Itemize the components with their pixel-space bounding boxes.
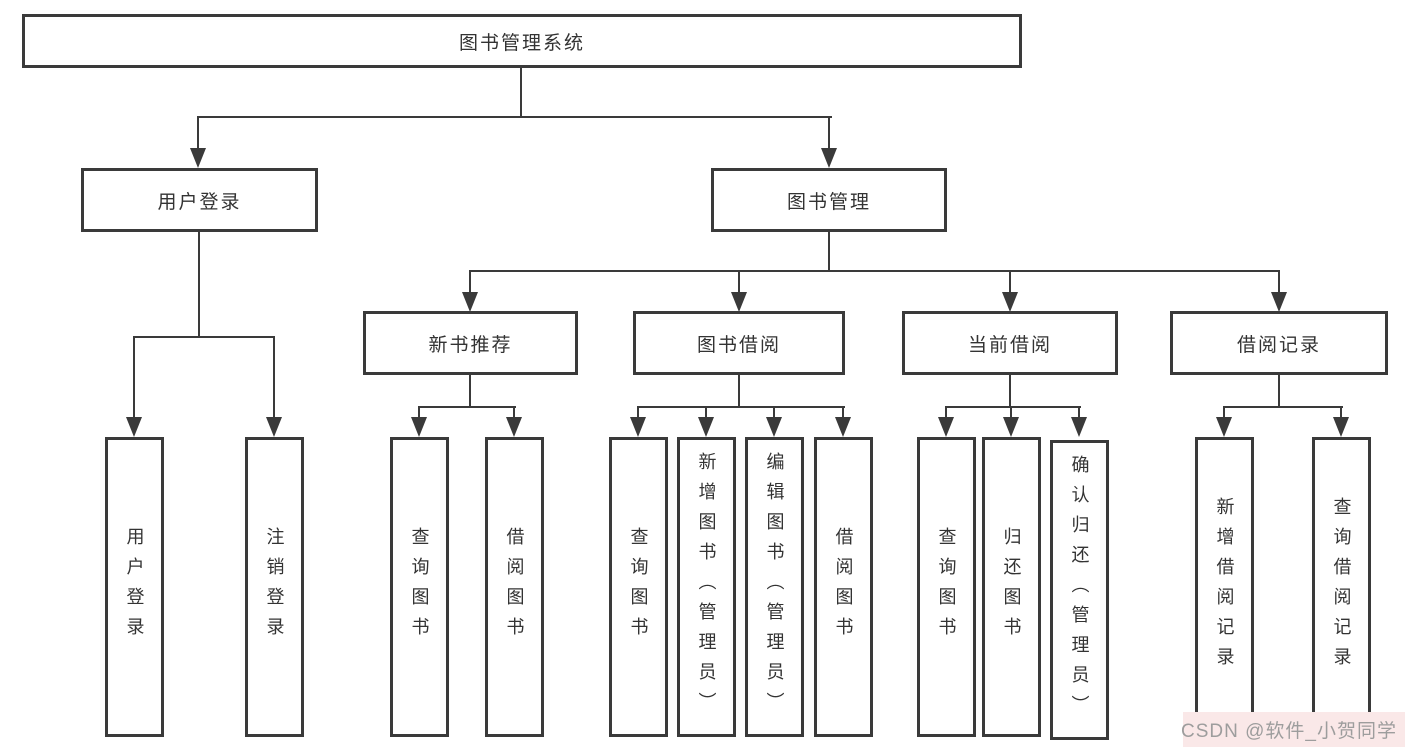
leaf-br-add-record-label: 新增借阅记录	[1214, 497, 1235, 677]
connector-leaf	[1340, 406, 1342, 419]
arrowhead-book-borrow	[731, 292, 747, 312]
node-book-borrow-label: 图书借阅	[696, 334, 781, 356]
leaf-logout-label: 注销登录	[264, 527, 285, 647]
connector-current-borrow-stem	[1009, 374, 1011, 408]
connector-leaf	[1223, 406, 1225, 419]
arrowhead-leaf	[1216, 417, 1232, 437]
leaf-bb-borrow-book-label: 借阅图书	[833, 527, 854, 647]
leaf-bb-query-book: 查询图书	[609, 437, 668, 737]
node-new-book-recommend: 新书推荐	[363, 311, 578, 375]
connector-leaf	[945, 406, 947, 419]
arrowhead-new-book	[462, 292, 478, 312]
leaf-br-add-record: 新增借阅记录	[1195, 437, 1254, 737]
connector-leaf	[513, 406, 515, 419]
arrowhead-leaf	[938, 417, 954, 437]
arrowhead-leaf	[411, 417, 427, 437]
connector-leaf	[1010, 406, 1012, 419]
node-new-book-recommend-label: 新书推荐	[428, 334, 513, 356]
connector-new-book-stem	[469, 374, 471, 408]
leaf-cb-confirm-return-admin: 确认归还（管理员）	[1050, 440, 1109, 740]
connector-leaf	[418, 406, 420, 419]
leaf-bb-edit-book-admin-label: 编辑图书（管理员）	[764, 452, 785, 722]
connector-to-logout	[273, 336, 275, 419]
arrowhead-leaf	[698, 417, 714, 437]
leaf-bb-edit-book-admin: 编辑图书（管理员）	[745, 437, 804, 737]
connector-new-book-rail	[418, 406, 516, 408]
arrowhead-leaf	[1333, 417, 1349, 437]
connector-borrow-record-stem	[1278, 374, 1280, 408]
connector-root-stem	[520, 67, 522, 118]
leaf-nbr-query-book-label: 查询图书	[409, 527, 430, 647]
connector-user-login-rail	[133, 336, 275, 338]
connector-borrow-record-rail	[1223, 406, 1343, 408]
leaf-logout: 注销登录	[245, 437, 304, 737]
leaf-cb-return-book-label: 归还图书	[1001, 527, 1022, 647]
arrowhead-leaf	[766, 417, 782, 437]
connector-leaf	[773, 406, 775, 419]
connector-leaf	[1078, 406, 1080, 419]
connector-book-borrow-rail	[637, 406, 845, 408]
arrowhead-leaf	[630, 417, 646, 437]
connector-leaf	[637, 406, 639, 419]
arrowhead-leaf	[1071, 417, 1087, 437]
connector-to-book-mgmt	[828, 116, 830, 150]
node-book-mgmt: 图书管理	[711, 168, 947, 232]
leaf-bb-borrow-book: 借阅图书	[814, 437, 873, 737]
watermark-text: CSDN @软件_小贺同学	[1181, 721, 1397, 742]
node-current-borrow: 当前借阅	[902, 311, 1118, 375]
leaf-nbr-borrow-book-label: 借阅图书	[504, 527, 525, 647]
node-root: 图书管理系统	[22, 14, 1022, 68]
arrowhead-leaf	[506, 417, 522, 437]
node-user-login: 用户登录	[81, 168, 318, 232]
connector-to-borrow-record	[1278, 270, 1280, 294]
connector-to-new-book	[469, 270, 471, 294]
connector-book-mgmt-rail	[469, 270, 1280, 272]
connector-book-borrow-stem	[738, 374, 740, 408]
arrowhead-leaf	[1003, 417, 1019, 437]
node-borrow-record: 借阅记录	[1170, 311, 1388, 375]
node-borrow-record-label: 借阅记录	[1236, 334, 1321, 356]
leaf-bb-add-book-admin-label: 新增图书（管理员）	[696, 452, 717, 722]
leaf-nbr-borrow-book: 借阅图书	[485, 437, 544, 737]
leaf-user-login-label: 用户登录	[124, 527, 145, 647]
connector-to-current-borrow	[1009, 270, 1011, 294]
node-book-borrow: 图书借阅	[633, 311, 845, 375]
node-user-login-label: 用户登录	[157, 191, 242, 213]
watermark-band	[1183, 712, 1405, 747]
leaf-nbr-query-book: 查询图书	[390, 437, 449, 737]
leaf-br-query-record: 查询借阅记录	[1312, 437, 1371, 737]
node-current-borrow-label: 当前借阅	[967, 334, 1052, 356]
leaf-bb-query-book-label: 查询图书	[628, 527, 649, 647]
node-root-label: 图书管理系统	[458, 32, 585, 54]
node-book-mgmt-label: 图书管理	[786, 191, 871, 213]
leaf-cb-query-book: 查询图书	[917, 437, 976, 737]
connector-book-mgmt-stem	[828, 231, 830, 272]
connector-to-user-login	[197, 116, 199, 150]
leaf-user-login: 用户登录	[105, 437, 164, 737]
connector-to-book-borrow	[738, 270, 740, 294]
arrowhead-user-login	[190, 148, 206, 168]
connector-root-rail	[197, 116, 832, 118]
connector-current-borrow-rail	[945, 406, 1081, 408]
arrowhead-logout	[266, 417, 282, 437]
arrowhead-login	[126, 417, 142, 437]
leaf-bb-add-book-admin: 新增图书（管理员）	[677, 437, 736, 737]
connector-leaf	[842, 406, 844, 419]
arrowhead-leaf	[835, 417, 851, 437]
connector-leaf	[705, 406, 707, 419]
leaf-cb-return-book: 归还图书	[982, 437, 1041, 737]
arrowhead-book-mgmt	[821, 148, 837, 168]
arrowhead-current-borrow	[1002, 292, 1018, 312]
leaf-cb-query-book-label: 查询图书	[936, 527, 957, 647]
connector-to-login	[133, 336, 135, 419]
leaf-cb-confirm-return-admin-label: 确认归还（管理员）	[1069, 455, 1090, 725]
connector-user-login-stem	[198, 231, 200, 338]
arrowhead-borrow-record	[1271, 292, 1287, 312]
leaf-br-query-record-label: 查询借阅记录	[1331, 497, 1352, 677]
